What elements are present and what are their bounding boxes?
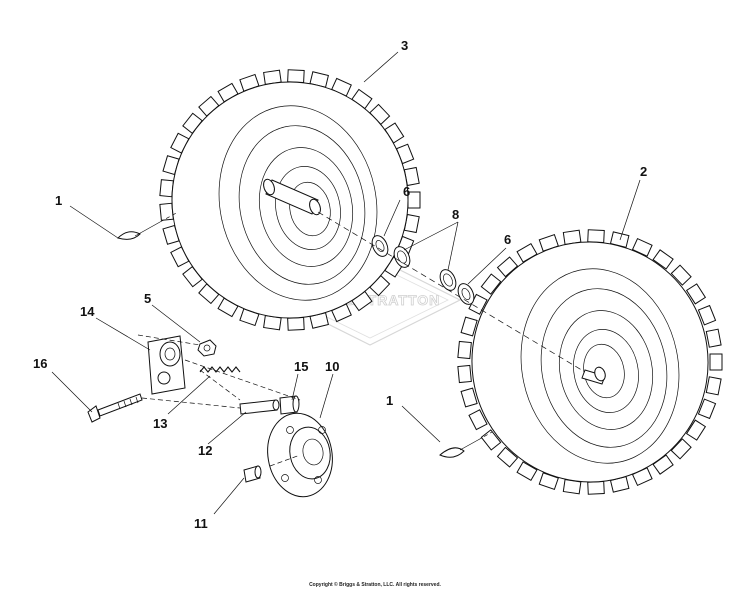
tread-lug (460, 316, 478, 337)
leader-lines (51, 51, 641, 515)
tire-tread-right (457, 229, 723, 495)
callout-2: 2 (640, 164, 647, 179)
callout-11: 11 (194, 516, 208, 531)
washer-6-left (371, 235, 389, 257)
wheel-left (159, 69, 421, 331)
tread-lug (705, 328, 722, 348)
tread-lug (159, 202, 174, 221)
callout-8: 8 (452, 207, 459, 222)
washer-8b (439, 269, 457, 291)
tread-lug (496, 446, 519, 468)
tread-lug (468, 409, 488, 431)
callout-1-left: 1 (55, 193, 62, 208)
callout-6-left: 6 (403, 184, 410, 199)
callout-3: 3 (401, 38, 408, 53)
tread-lug (631, 237, 653, 257)
tread-lug (516, 461, 538, 481)
callout-5: 5 (144, 291, 151, 306)
tread-lug (457, 364, 472, 384)
tread-lug (685, 419, 707, 441)
tread-lug (652, 249, 674, 270)
nut-5 (197, 339, 217, 357)
tread-lug (460, 387, 478, 408)
tread-lug (480, 273, 502, 295)
tread-lug (670, 438, 692, 460)
hairpin-clip-left (117, 211, 179, 240)
hub-guide-lines (137, 334, 301, 467)
callout-6-right: 6 (504, 232, 511, 247)
tread-lug (496, 256, 519, 278)
callout-1-right: 1 (386, 393, 393, 408)
callout-12: 12 (198, 443, 212, 458)
tread-lug (587, 481, 605, 495)
hairpin-clip-right (439, 431, 493, 458)
callout-15: 15 (294, 359, 308, 374)
tread-lug (587, 229, 605, 243)
sleeve-15 (279, 395, 300, 415)
bracket-14 (147, 335, 186, 395)
tread-lug (159, 179, 174, 198)
axle-centerline (317, 211, 586, 373)
washer-8a (393, 246, 411, 268)
copyright-notice: Copyright © Briggs & Stratton, LLC. All … (309, 582, 441, 588)
tread-lug (697, 304, 717, 326)
spring-13 (199, 366, 241, 373)
tread-lug (457, 340, 472, 360)
tread-lug (480, 429, 502, 451)
wheel-right (457, 229, 723, 495)
washer-6-right (457, 283, 475, 305)
callout-16: 16 (33, 356, 47, 371)
tread-lug (287, 317, 305, 331)
callout-13: 13 (153, 416, 167, 431)
callout-10: 10 (325, 359, 339, 374)
tread-lug (697, 398, 717, 420)
tread-lug (709, 353, 723, 371)
hub-flange-10 (267, 412, 333, 498)
tread-lug (287, 69, 305, 83)
spacer-11 (243, 465, 262, 483)
tread-lug (705, 376, 722, 396)
bolt-16 (87, 393, 143, 423)
pin-12 (239, 399, 280, 415)
callout-14: 14 (80, 304, 95, 319)
tread-lug (670, 264, 692, 286)
tread-lug (685, 283, 707, 305)
